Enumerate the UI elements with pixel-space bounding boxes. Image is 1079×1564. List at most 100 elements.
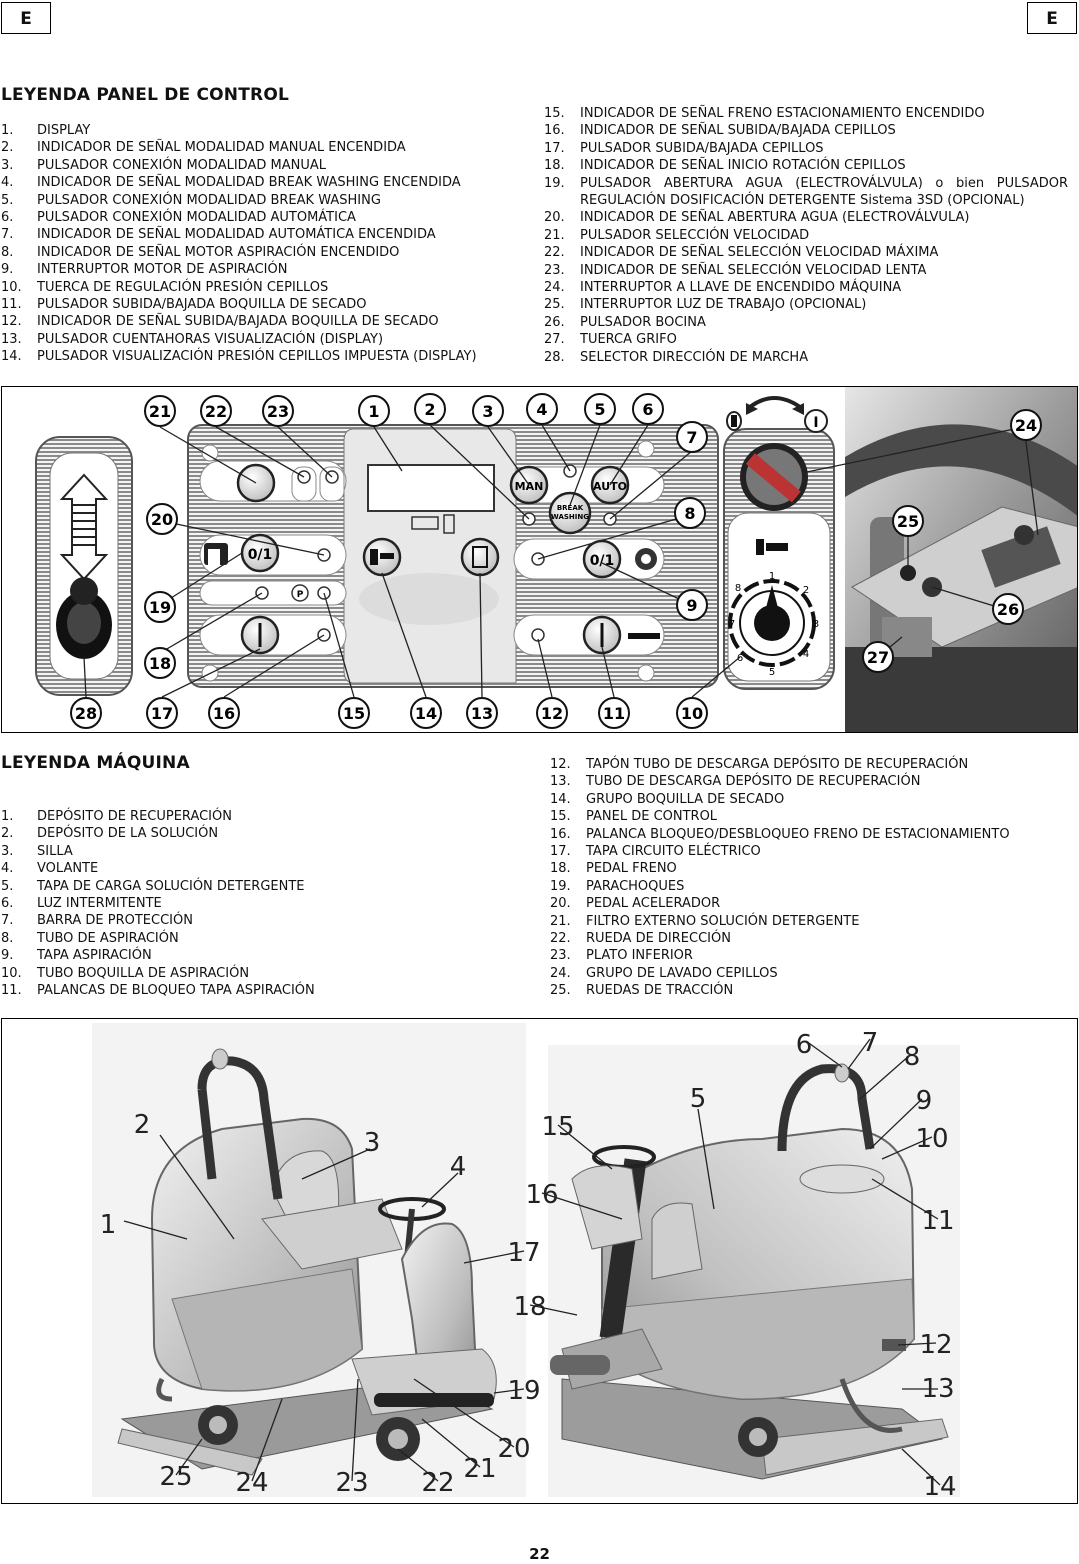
legend-text: GRUPO BOQUILLA DE SECADO [586,791,785,807]
legend-item: 10.TUBO BOQUILLA DE ASPIRACIÓN [1,965,521,982]
legend-number: 15. [550,809,571,825]
svg-text:0/1: 0/1 [590,553,615,569]
legend-text: INDICADOR DE SEÑAL SUBIDA/BAJADA BOQUILL… [37,314,439,330]
callout-27: 27 [862,641,894,673]
callout-7: 7 [862,1028,879,1058]
legend-item: 1. DEPÓSITO DE RECUPERACIÓN [1,808,521,825]
callout-26: 26 [992,593,1024,625]
legend-text: TUBO BOQUILLA DE ASPIRACIÓN [37,965,250,981]
legend-item: 7. INDICADOR DE SEÑAL MODALIDAD AUTOMÁTIC… [1,226,521,243]
legend-item: 20.PEDAL ACELERADOR [550,895,1070,912]
legend-text: SILLA [37,843,73,859]
callout-2: 2 [414,393,446,425]
svg-text:22: 22 [205,402,227,421]
legend-number: 18. [544,158,565,174]
callout-12: 12 [919,1330,952,1360]
legend-number: 17. [550,844,571,860]
legend-text: INDICADOR DE SEÑAL SELECCIÓN VELOCIDAD M… [580,245,939,261]
control-panel-legend-right: 15.INDICADOR DE SEÑAL FRENO ESTACIONAMIE… [544,105,1068,366]
legend-text: RUEDA DE DIRECCIÓN [586,931,731,947]
svg-text:5: 5 [594,400,605,419]
legend-text: VOLANTE [37,861,99,877]
machine-right-view [550,1063,949,1480]
legend-text: PULSADOR BOCINA [580,314,706,330]
legend-number: 12. [1,314,22,330]
legend-item: 18.PEDAL FRENO [550,860,1070,877]
callout-17: 17 [507,1238,540,1268]
legend-text: INTERRUPTOR MOTOR DE ASPIRACIÓN [37,262,288,278]
legend-item: 4.VOLANTE [1,860,521,877]
svg-text:24: 24 [1015,416,1037,435]
legend-number: 16. [550,826,571,842]
legend-number: 7. [1,227,14,243]
legend-text: INDICADOR DE SEÑAL MODALIDAD AUTOMÁTICA … [37,227,436,243]
svg-text:6: 6 [737,653,743,664]
callout-14: 14 [410,697,442,729]
callout-28: 28 [70,697,102,729]
legend-text: TAPÓN TUBO DE DESCARGA DEPÓSITO DE RECUP… [586,757,969,772]
svg-text:6: 6 [642,400,653,419]
hour-meter-button [460,537,500,577]
legend-text: DEPÓSITO DE RECUPERACIÓN [37,809,232,824]
legend-text: PULSADOR ABERTURA AGUA (ELECTROVÁLVULA) … [580,175,1068,209]
callout-2: 2 [134,1110,151,1140]
callout-16: 16 [525,1180,558,1210]
legend-text: RUEDAS DE TRACCIÓN [586,983,734,999]
legend-item: 23. PLATO INFERIOR [550,947,1070,964]
legend-item: 27. TUERCA GRIFO [544,331,1068,348]
callout-19: 19 [507,1376,540,1406]
callout-22: 22 [421,1468,454,1498]
break-washing-button [548,491,592,535]
callout-21: 21 [144,395,176,427]
legend-number: 11. [1,297,22,313]
legend-item: 17. PULSADOR SUBIDA/BAJADA CEPILLOS [544,140,1068,157]
legend-item: 12. INDICADOR DE SEÑAL SUBIDA/BAJADA BOQU… [1,313,521,330]
legend-text: PLATO INFERIOR [586,948,693,964]
legend-number: 13. [1,331,22,347]
legend-number: 23. [550,948,571,964]
legend-item: 14.GRUPO BOQUILLA DE SECADO [550,791,1070,808]
legend-item: 13.PULSADOR CUENTAHORAS VISUALIZACIÓN (D… [1,331,521,348]
svg-text:25: 25 [897,512,919,531]
legend-text: INDICADOR DE SEÑAL ABERTURA AGUA (ELECTR… [580,210,970,226]
legend-text: TUERCA DE REGULACIÓN PRESIÓN CEPILLOS [37,279,329,295]
svg-text:7: 7 [729,619,735,630]
legend-text: PULSADOR SUBIDA/BAJADA CEPILLOS [580,140,824,156]
callout-4: 4 [526,393,558,425]
legend-item: 2.INDICADOR DE SEÑAL MODALIDAD MANUAL EN… [1,139,521,156]
legend-item: 20.INDICADOR DE SEÑAL ABERTURA AGUA (ELE… [544,209,1068,226]
legend-text: INDICADOR DE SEÑAL FRENO ESTACIONAMIENTO… [580,106,985,121]
svg-text:15: 15 [343,704,365,723]
legend-number: 26. [544,314,565,330]
callout-4: 4 [450,1152,467,1182]
svg-text:8: 8 [684,504,695,523]
legend-text: INDICADOR DE SEÑAL INICIO ROTACIÓN CEPIL… [580,158,906,174]
legend-number: 16. [544,123,565,139]
legend-number: 7. [1,913,14,929]
callout-11: 11 [598,697,630,729]
legend-item: 5.TAPA DE CARGA SOLUCIÓN DETERGENTE [1,878,521,895]
svg-text:11: 11 [603,704,625,723]
legend-number: 25. [544,297,565,313]
callout-19: 19 [144,591,176,623]
callout-3: 3 [472,395,504,427]
legend-number: 1. [1,809,14,824]
legend-item: 11.PULSADOR SUBIDA/BAJADA BOQUILLA DE SE… [1,296,521,313]
legend-number: 17. [544,140,565,156]
svg-text:5: 5 [769,667,775,678]
svg-text:26: 26 [997,600,1019,619]
legend-item: 22.INDICADOR DE SEÑAL SELECCIÓN VELOCIDA… [544,244,1068,261]
legend-text: TUERCA GRIFO [580,332,677,348]
legend-text: GRUPO DE LAVADO CEPILLOS [586,965,778,981]
legend-text: PULSADOR CONEXIÓN MODALIDAD BREAK WASHIN… [37,192,381,208]
callout-13: 13 [466,697,498,729]
legend-text: INTERRUPTOR A LLAVE DE ENCENDIDO MÁQUINA [580,280,902,296]
svg-text:WASHING: WASHING [551,513,589,521]
legend-number: 27. [544,332,565,348]
callout-12: 12 [536,697,568,729]
legend-text: PARACHOQUES [586,878,685,894]
svg-text:8: 8 [735,583,741,594]
callout-17: 17 [146,697,178,729]
svg-text:16: 16 [213,704,235,723]
